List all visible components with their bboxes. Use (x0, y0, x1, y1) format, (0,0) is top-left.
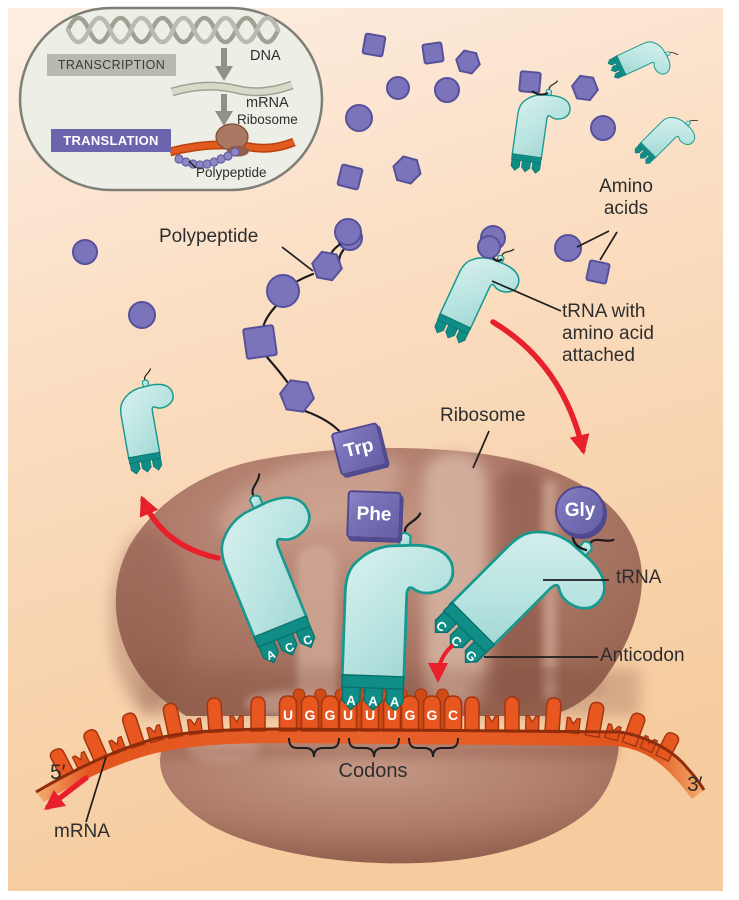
trna-attached-pointer (491, 280, 562, 312)
inset-mrna-label: mRNA (246, 95, 289, 111)
arrow-mrna-direction (44, 775, 89, 811)
amino-acids-pointer-1 (576, 230, 610, 248)
anticodon-label: Anticodon (600, 645, 685, 666)
anticodon-letter: A (368, 694, 379, 709)
polypeptide-pointer (281, 246, 314, 272)
codon-letter: G (404, 707, 416, 723)
arrow-trna-leaving (139, 495, 221, 561)
arrow-trna-entering (490, 319, 590, 455)
codons-label: Codons (338, 760, 408, 782)
gly-tag: Gly (555, 486, 605, 536)
trna-a-site: C C G (427, 489, 639, 701)
inset-ribosome-label: Ribosome (237, 112, 298, 127)
codon-letter: G (426, 707, 438, 723)
inset-polypeptide-label: Polypeptide (196, 165, 267, 180)
trna-attached-line1: tRNA with (562, 301, 646, 322)
trna-label: tRNA (616, 567, 662, 588)
amino-acid-square (421, 41, 445, 65)
ribosome-label: Ribosome (440, 405, 526, 426)
trna-attached-line2: amino acid (562, 323, 654, 344)
amino-acid-on-trna (477, 235, 501, 259)
amino-acid-circle (434, 77, 460, 103)
codon-letter: U (386, 707, 398, 723)
polypeptide-unit-hexagon (311, 250, 343, 282)
pointer-lines (85, 230, 618, 823)
transcription-box: TRANSCRIPTION (47, 54, 176, 76)
inset-translation-scene (168, 123, 296, 170)
mrna-backbone-line (35, 727, 706, 794)
arrow-anticodon-pairing (428, 644, 454, 683)
phe-tag: Phe (346, 490, 402, 540)
polypeptide-unit-square (242, 324, 278, 360)
codon-letter: U (364, 707, 376, 723)
amino-acids-pointer-2 (599, 231, 618, 261)
amino-trna-link (492, 257, 503, 262)
polypeptide-chain (242, 218, 362, 413)
amino-acid-circle-labeled (554, 234, 582, 262)
amino-acid-square (336, 163, 364, 191)
polypeptide-label: Polypeptide (159, 226, 259, 247)
amino-acids-label-line1: Amino (599, 176, 653, 197)
trna-e-site: A C C (197, 461, 358, 668)
codon-braces (288, 737, 459, 758)
polypeptide-unit-hexagon (279, 379, 315, 413)
translation-box: TRANSLATION (51, 129, 171, 152)
amino-acids-label-line2: acids (603, 198, 649, 219)
amino-acid-square-labeled (585, 259, 611, 285)
transcription-arrow-icon (215, 48, 233, 81)
mrna-pointer (85, 756, 107, 823)
ribosome-small-subunit (160, 742, 619, 864)
codon-letter: C (447, 707, 459, 723)
inset-dna-label: DNA (250, 48, 281, 64)
anticodon-letter: A (346, 693, 357, 708)
translation-arrow-icon (215, 94, 233, 126)
dna-helix-icon (65, 15, 281, 45)
trna-with-amino-acid-label: tRNA with amino acid attached (562, 301, 654, 367)
amino-acid-square (361, 32, 387, 58)
ribosome-pointer (472, 430, 490, 469)
amino-acid-circle (72, 239, 98, 265)
mrna-flank-teeth (49, 696, 680, 779)
amino-acid-hexagon (455, 49, 481, 75)
three-prime-label: 3′ (687, 773, 703, 796)
five-prime-label: 5′ (50, 761, 66, 784)
amino-acids-label: Amino acids (578, 176, 674, 220)
trna-attached-line3: attached (562, 345, 635, 366)
polypeptide-unit-circle (334, 218, 362, 246)
codon-letter: U (342, 707, 354, 723)
polypeptide-unit-circle (266, 274, 300, 308)
amino-acid-circle (386, 76, 410, 100)
amino-acid-hexagon (392, 155, 422, 185)
amino-acid-hexagon (570, 74, 600, 102)
inset-polypeptide-pointer (188, 160, 197, 169)
red-arrows (44, 319, 590, 811)
inset-ribosome-icon (215, 123, 249, 151)
amino-acid-circle (128, 301, 156, 329)
amino-acid-circle (590, 115, 616, 141)
amino-acid-square (518, 70, 542, 94)
mrna-label: mRNA (54, 821, 110, 842)
codon-letter: G (324, 707, 336, 723)
inset-mrna-ribbon (170, 80, 294, 97)
codon-letter: U (282, 707, 294, 723)
anticodon-letter: A (390, 694, 401, 709)
amino-trna-link-2 (531, 90, 549, 96)
codon-letter: G (304, 707, 316, 723)
trna-p-site: A A A (339, 509, 457, 715)
ribosome-p-groove (424, 452, 486, 707)
ribosome-e-groove (297, 545, 337, 705)
amino-acid-circle (345, 104, 373, 132)
